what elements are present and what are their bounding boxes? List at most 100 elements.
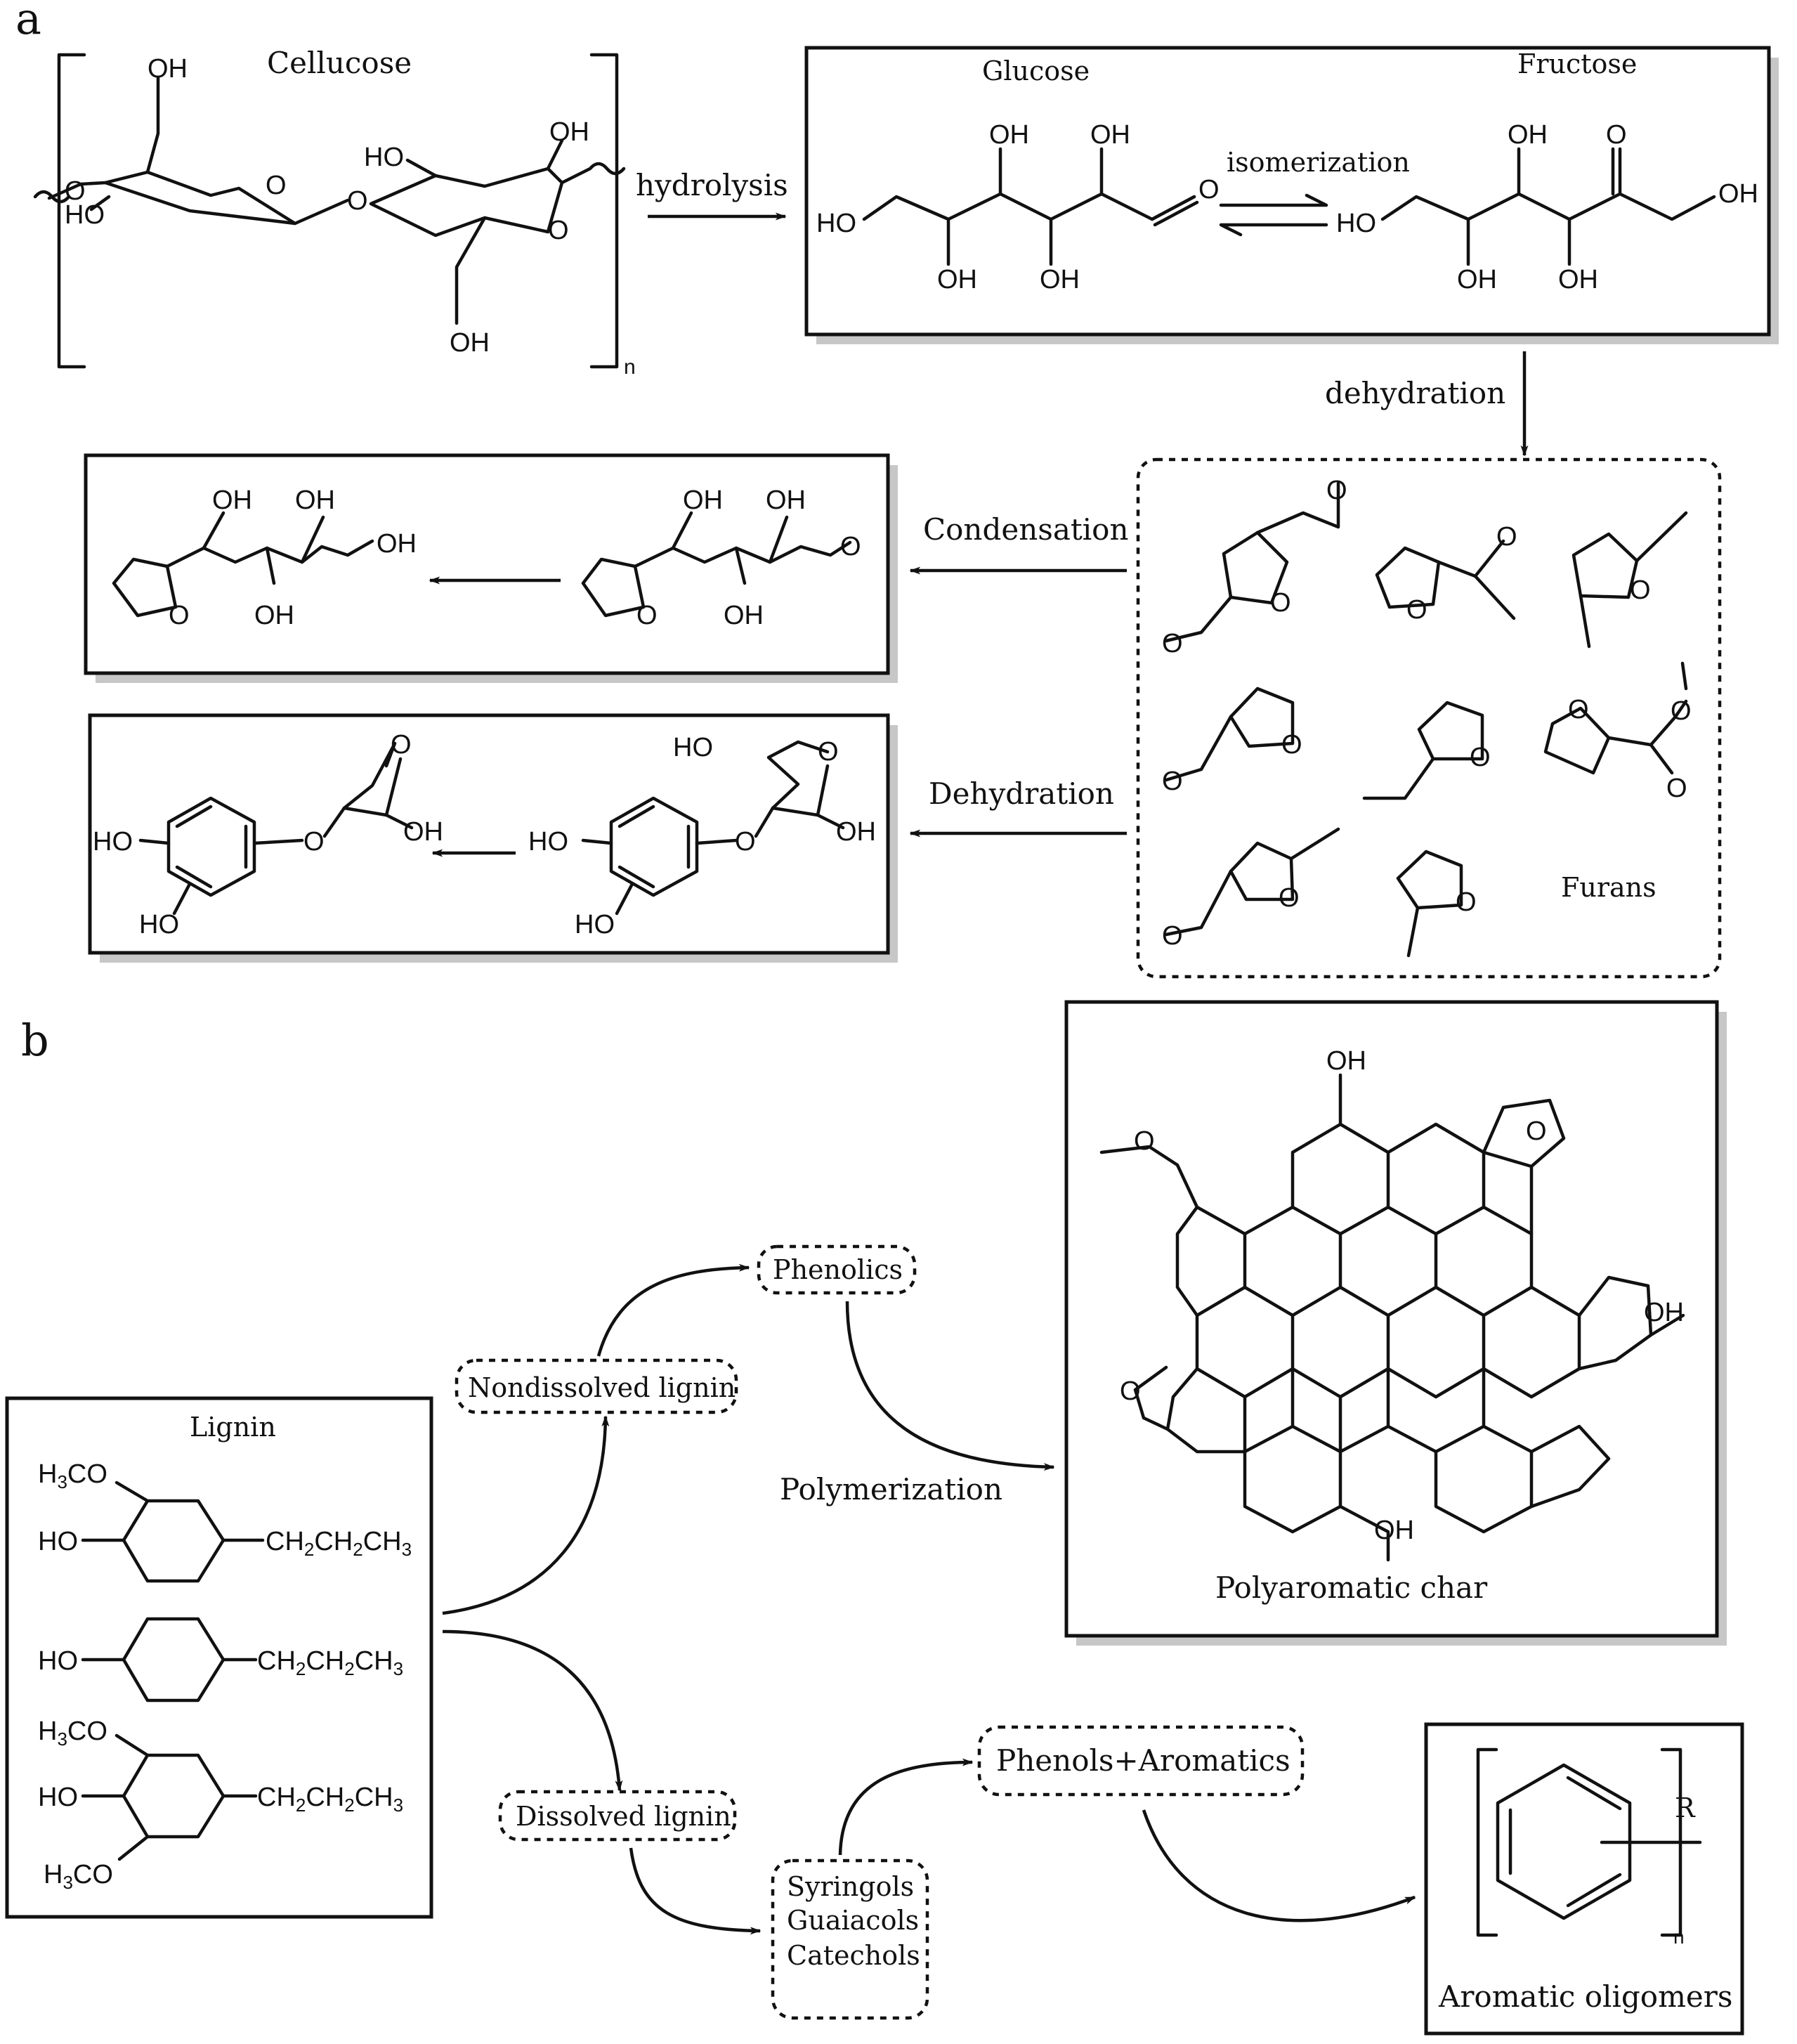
- phenols-aromatics-label: Phenols+Aromatics: [996, 1743, 1290, 1778]
- ho-label: HO: [38, 1646, 78, 1676]
- polymerization-arrow: [845, 1301, 1055, 1471]
- cellulose-repeat-n: n: [624, 356, 636, 379]
- o-label: O: [840, 532, 861, 561]
- oh-label: OH: [1326, 1046, 1366, 1076]
- condensation-box: [84, 453, 890, 675]
- nondissolved-label: Nondissolved lignin: [468, 1372, 736, 1403]
- oh-label: OH: [1040, 265, 1080, 294]
- ho-label: HO: [65, 200, 105, 230]
- dissolved-label: Dissolved lignin: [516, 1801, 731, 1832]
- ho-label: HO: [1336, 209, 1376, 238]
- ho-label: HO: [38, 1527, 78, 1556]
- h3co-label: H3CO: [44, 1860, 113, 1893]
- furan-structures: O O O O O O O O O O O O O O: [1162, 476, 1692, 958]
- cellulose-title: Cellucose: [267, 46, 412, 80]
- o-label: O: [548, 216, 569, 245]
- h3co-label: H3CO: [38, 1459, 107, 1492]
- condensation-label: Condensation: [923, 512, 1129, 547]
- fructose-structure: O OH HO OH OH OH: [1336, 120, 1758, 294]
- to-nondissolved-arrow: [442, 1415, 610, 1615]
- o-label: O: [1162, 767, 1183, 796]
- o-label: O: [1162, 629, 1183, 658]
- lignin-box: [5, 1396, 433, 1919]
- syringols-label: Syringols: [787, 1871, 914, 1902]
- ho-label: HO: [816, 209, 856, 238]
- o-label: O: [1496, 522, 1517, 552]
- lignin-monomers: H3CO HO CH2CH2CH3 HO CH2CH2CH3 H3CO HO C…: [38, 1459, 412, 1893]
- o-label: O: [1279, 883, 1300, 913]
- phenols-aromatics-box: [977, 1725, 1305, 1797]
- ho-label: HO: [575, 910, 615, 939]
- fructose-title: Fructose: [1517, 48, 1637, 79]
- panel-b-label: b: [21, 1015, 49, 1066]
- dehydration-lower-label: Dehydration: [929, 776, 1114, 811]
- oh-label: OH: [549, 117, 589, 147]
- o-label: O: [1120, 1376, 1141, 1406]
- o-label: O: [303, 827, 325, 857]
- glucose-structure: O HO OH OH OH OH: [816, 120, 1220, 294]
- o-label: O: [636, 601, 658, 630]
- oh-label: OH: [295, 486, 335, 515]
- o-label: O: [818, 737, 839, 767]
- polymerization-label: Polymerization: [780, 1472, 1002, 1506]
- ho-label: HO: [38, 1783, 78, 1812]
- r-group-label: R: [1675, 1792, 1696, 1823]
- ho-label: HO: [528, 827, 568, 857]
- ho-label: HO: [139, 910, 179, 939]
- oh-label: OH: [1457, 265, 1497, 294]
- oh-label: OH: [212, 486, 252, 515]
- h3co-label: H3CO: [38, 1717, 107, 1750]
- oh-label: OH: [1644, 1298, 1684, 1327]
- o-label: O: [1270, 588, 1291, 618]
- oh-label: OH: [450, 328, 490, 358]
- dehydration-products: O O OH HO HO O O HO OH HO HO: [93, 730, 876, 939]
- polyaromatic-char-structure: OH O O OH O OH: [1099, 1046, 1685, 1562]
- oh-label: OH: [403, 817, 443, 847]
- oh-label: OH: [254, 601, 294, 630]
- oh-label: OH: [989, 120, 1029, 150]
- oh-label: OH: [766, 486, 806, 515]
- o-label: O: [1162, 921, 1183, 951]
- o-label: O: [1406, 595, 1427, 625]
- o-label: O: [1281, 730, 1302, 760]
- o-label: O: [1456, 887, 1477, 917]
- phenolics-label: Phenolics: [773, 1254, 903, 1285]
- polyaromatic-char-box: [1064, 1000, 1719, 1638]
- isomerization-label: isomerization: [1227, 147, 1410, 178]
- o-label: O: [391, 730, 412, 760]
- o-label: O: [65, 176, 86, 206]
- propyl-label: CH2CH2CH3: [257, 1783, 403, 1816]
- aromatic-oligomer-structure: R n: [1476, 1747, 1702, 1948]
- oh-label: OH: [1718, 179, 1758, 209]
- to-oligomers-arrow: [1142, 1809, 1416, 1922]
- oh-label: OH: [1374, 1516, 1414, 1545]
- ho-label: HO: [364, 143, 404, 172]
- oh-label: OH: [683, 486, 723, 515]
- o-label: O: [347, 186, 368, 216]
- o-label: O: [1326, 476, 1347, 505]
- catechols-label: Catechols: [787, 1940, 920, 1971]
- furans-label: Furans: [1561, 872, 1656, 903]
- o-label: O: [1671, 696, 1692, 726]
- condensation-products: O OH OH OH OH O OH OH OH O: [112, 486, 861, 630]
- phenol-types-box: [771, 1859, 929, 2020]
- oh-label: OH: [1558, 265, 1598, 294]
- oh-label: OH: [377, 529, 417, 559]
- panel-a-label: a: [15, 0, 41, 44]
- cellulose-structure: n Cellucose OH O HO O O HO OH O OH: [33, 46, 636, 379]
- o-label: O: [1606, 120, 1627, 150]
- lignin-title: Lignin: [190, 1412, 276, 1443]
- to-phenols-aromatics-arrow: [838, 1758, 974, 1856]
- oh-label: OH: [1508, 120, 1548, 150]
- o-label: O: [1134, 1126, 1155, 1156]
- o-label: O: [735, 827, 756, 857]
- o-label: O: [1630, 575, 1651, 605]
- to-phenolics-arrow: [596, 1263, 750, 1357]
- phenolics-box: [757, 1244, 917, 1295]
- nondissolved-box: [455, 1358, 738, 1414]
- o-label: O: [1526, 1117, 1547, 1146]
- ho-label: HO: [93, 827, 133, 857]
- hydrolysis-label: hydrolysis: [636, 168, 788, 202]
- ho-label: HO: [673, 733, 713, 762]
